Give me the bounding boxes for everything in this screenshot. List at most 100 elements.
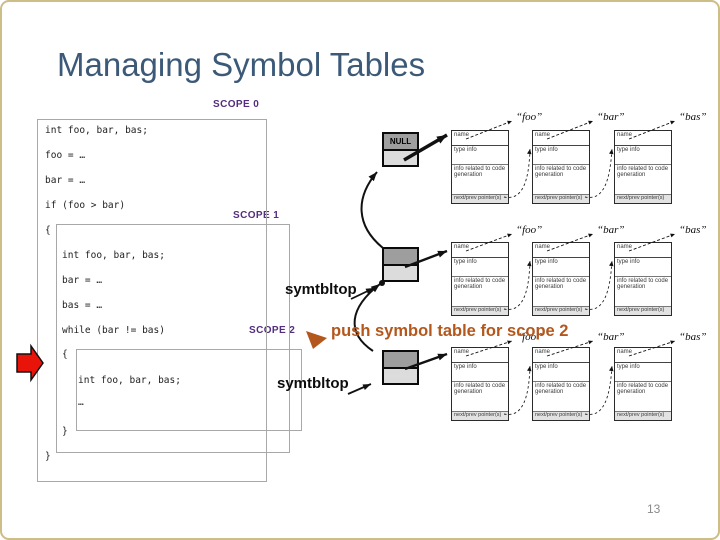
name-label-arrow-head: [588, 340, 593, 345]
symtbltop-arrow-head: [365, 288, 374, 295]
record-link-head: [609, 366, 614, 372]
record-field-codegen: info related to code generation: [533, 165, 589, 195]
record-name-label: “bas”: [679, 111, 707, 123]
record-name-label: “foo”: [516, 111, 543, 123]
scope0-label: SCOPE 0: [213, 99, 260, 110]
scope1-box-to-records-arrow-head: [437, 250, 447, 258]
record-field-type: type info: [615, 258, 671, 277]
scope1-label: SCOPE 1: [233, 210, 280, 221]
code-line: int foo, bar, bas;: [62, 250, 165, 261]
code-line: int foo, bar, bas;: [45, 125, 148, 136]
push-callout-arrow: [306, 331, 327, 349]
record-link-head: [609, 261, 614, 267]
record-name-label: “bas”: [679, 331, 707, 343]
record-link-head: [527, 366, 532, 372]
record-field-codegen: info related to code generation: [452, 165, 508, 195]
name-label-arrow-head: [588, 233, 593, 238]
name-label-arrow-head: [507, 340, 512, 345]
symtbltop-arrow-head: [362, 384, 371, 390]
code-line: bar = …: [45, 175, 86, 186]
scope1-to-scope0-link: [360, 171, 384, 249]
name-label-arrow-head: [588, 120, 593, 125]
record-name-label: “foo”: [516, 224, 543, 236]
record-field-codegen: info related to code generation: [615, 277, 671, 307]
record-field-name: name: [533, 243, 589, 258]
code-line: foo = …: [45, 150, 86, 161]
code-line: …: [78, 397, 84, 408]
parent-pointer-cell: [384, 352, 417, 369]
name-label-arrow-head: [670, 340, 675, 345]
page-title: Managing Symbol Tables: [57, 46, 426, 83]
scope0-code-box: [37, 119, 267, 482]
name-label-arrow-head: [670, 120, 675, 125]
scope2-stack-box: [382, 350, 419, 385]
record-name-label: “foo”: [516, 331, 543, 343]
record-field-codegen: info related to code generation: [452, 382, 508, 412]
record-field-type: type info: [615, 363, 671, 382]
code-line: bar = …: [62, 275, 103, 286]
name-label-arrow-head: [507, 233, 512, 238]
record-field-name: name: [452, 348, 508, 363]
symtbltop-arrow: [347, 383, 372, 395]
record-field-links: next/prev pointer(s): [533, 412, 589, 420]
name-label-arrow-head: [507, 120, 512, 125]
record-name-label: “bas”: [679, 224, 707, 236]
record-field-name: name: [533, 348, 589, 363]
record-field-links: next/prev pointer(s): [452, 307, 508, 315]
record-field-type: type info: [533, 258, 589, 277]
scope1-stack-box: [382, 247, 419, 282]
record-field-type: type info: [452, 146, 508, 165]
record-field-name: name: [615, 243, 671, 258]
record-field-type: type info: [615, 146, 671, 165]
code-line: {: [62, 349, 68, 360]
scope1-to-scope0-head: [368, 172, 377, 182]
scope0-stack-box: NULL: [382, 132, 419, 167]
record-field-links: next/prev pointer(s): [615, 412, 671, 420]
scope2-box-to-records-arrow-head: [437, 353, 447, 361]
record-field-codegen: info related to code generation: [452, 277, 508, 307]
record-field-links: next/prev pointer(s): [615, 195, 671, 203]
code-line: if (foo > bar): [45, 200, 126, 211]
record-field-codegen: info related to code generation: [615, 165, 671, 195]
record-field-type: type info: [452, 258, 508, 277]
push-annotation: push symbol table for scope 2: [331, 322, 569, 340]
record-field-codegen: info related to code generation: [615, 382, 671, 412]
record-field-type: type info: [533, 146, 589, 165]
page-number: 13: [647, 502, 661, 516]
record-link-head: [609, 149, 614, 155]
null-cell: NULL: [384, 134, 417, 151]
code-line: }: [45, 451, 51, 462]
scope2-to-scope1-head: [370, 284, 380, 293]
record-field-name: name: [452, 243, 508, 258]
code-line: {: [45, 225, 51, 236]
record-name-label: “bar”: [597, 224, 625, 236]
record-field-codegen: info related to code generation: [533, 382, 589, 412]
record-field-type: type info: [452, 363, 508, 382]
record-field-links: next/prev pointer(s): [533, 307, 589, 315]
record-link-head: [527, 261, 532, 267]
parent-pointer-cell: [384, 249, 417, 266]
record-link-head: [527, 149, 532, 155]
code-line: while (bar != bas): [62, 325, 165, 336]
record-field-name: name: [533, 131, 589, 146]
null-box-to-records-arrow-head: [436, 135, 447, 144]
record-field-links: next/prev pointer(s): [533, 195, 589, 203]
scope2-code-box: [76, 349, 302, 431]
record-field-links: next/prev pointer(s): [615, 307, 671, 315]
code-line: int foo, bar, bas;: [78, 375, 181, 386]
name-label-arrow-head: [670, 233, 675, 238]
record-field-name: name: [452, 131, 508, 146]
record-name-label: “bar”: [597, 111, 625, 123]
record-field-links: next/prev pointer(s): [452, 412, 508, 420]
record-field-name: name: [615, 348, 671, 363]
scope2-label: SCOPE 2: [249, 325, 296, 336]
